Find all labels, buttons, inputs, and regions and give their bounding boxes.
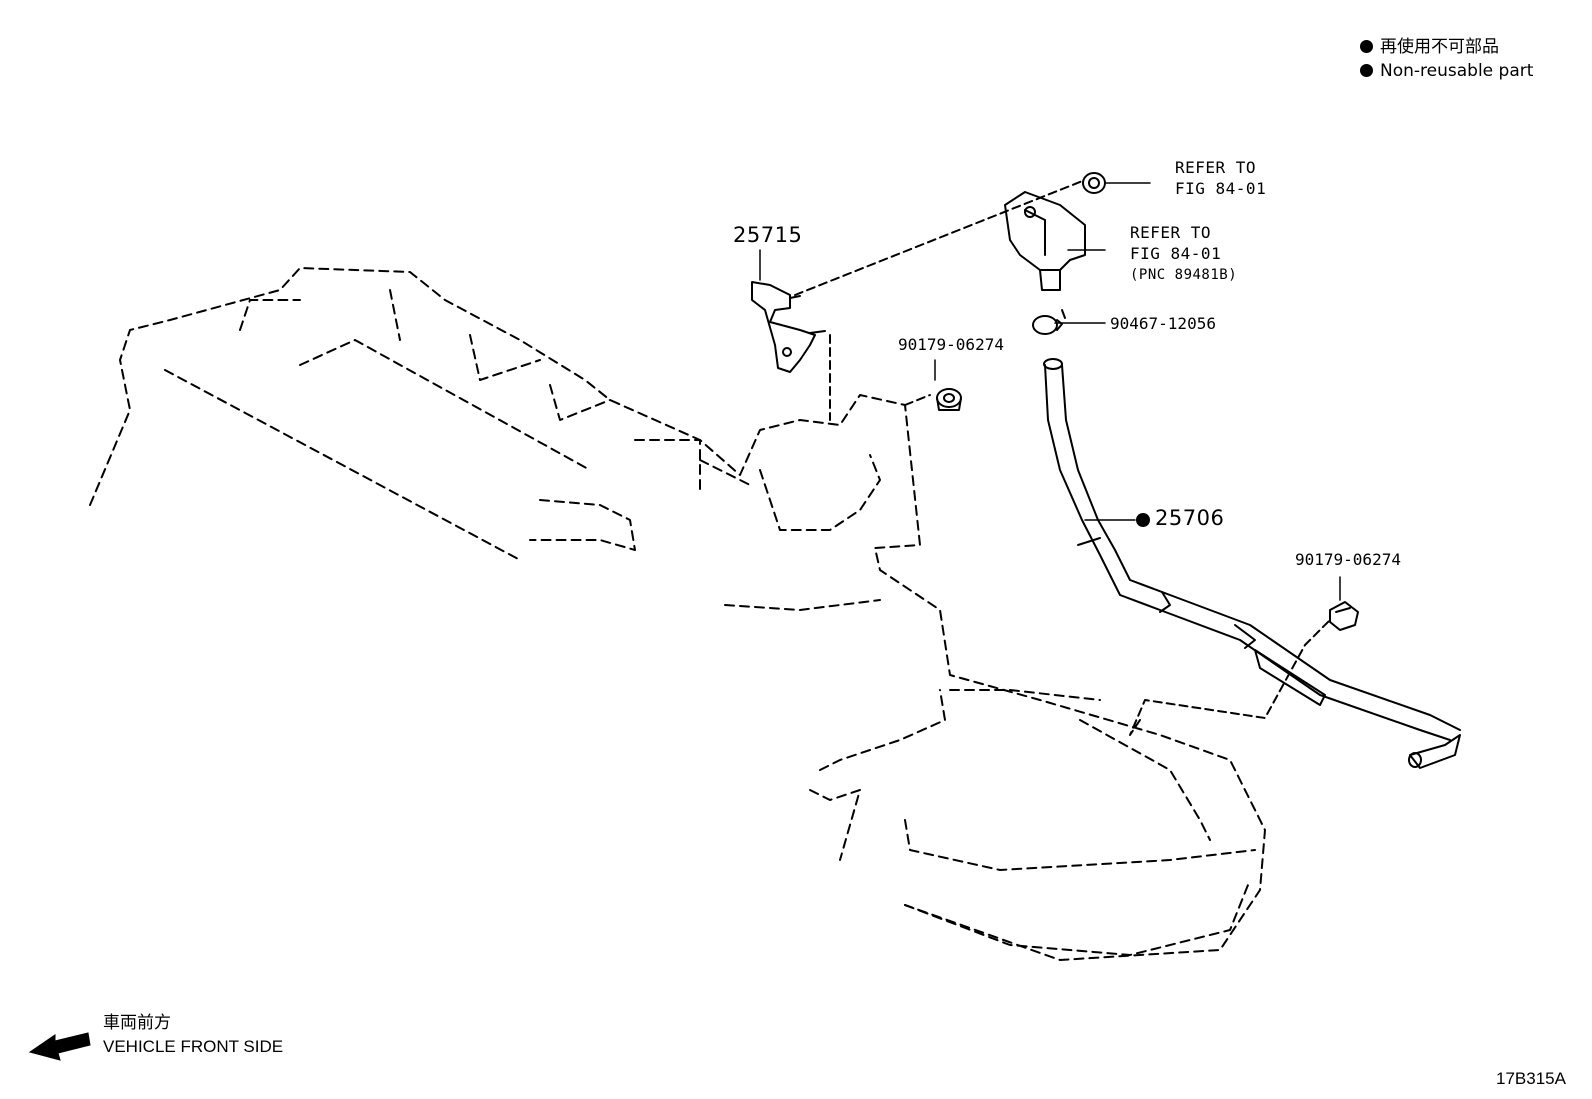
grommet-b bbox=[1329, 601, 1359, 631]
figure-code: 17B315A bbox=[1496, 1069, 1566, 1088]
refer-label-sensor-1: REFER TO bbox=[1130, 223, 1212, 242]
legend-en-text: Non-reusable part bbox=[1380, 61, 1534, 81]
legend-jp-text: 再使用不可部品 bbox=[1380, 37, 1499, 57]
refer-label-sensor-2: FIG 84-01 bbox=[1130, 244, 1222, 263]
filled-circle-icon bbox=[1360, 64, 1373, 77]
grommet-a bbox=[936, 388, 962, 411]
legend-en: Non-reusable part bbox=[1360, 63, 1533, 80]
refer-label-nut-2: FIG 84-01 bbox=[1175, 179, 1267, 198]
vacuum-hose bbox=[1043, 358, 1461, 769]
front-direction-en: VEHICLE FRONT SIDE bbox=[103, 1037, 284, 1056]
leader-lines bbox=[794, 179, 1331, 736]
filled-circle-icon bbox=[1360, 40, 1373, 53]
filled-circle-icon bbox=[1136, 513, 1150, 527]
leader-solid bbox=[759, 182, 1341, 601]
bracket-part bbox=[751, 281, 826, 373]
engine-outline bbox=[89, 267, 1266, 961]
sensor-nut bbox=[1082, 172, 1106, 194]
part-number-90179-06274-b: 90179-06274 bbox=[1295, 550, 1401, 569]
front-direction-jp: 車両前方 bbox=[103, 1013, 171, 1032]
legend-jp: 再使用不可部品 bbox=[1360, 39, 1499, 56]
part-number-25715: 25715 bbox=[733, 223, 803, 247]
part-number-90179-06274-a: 90179-06274 bbox=[898, 335, 1004, 354]
refer-label-nut-1: REFER TO bbox=[1175, 158, 1257, 177]
part-number-90467-12056: 90467-12056 bbox=[1110, 314, 1216, 333]
hose-clamp bbox=[1032, 309, 1066, 335]
arrow-left-icon bbox=[28, 1032, 91, 1061]
part-number-25706: 25706 bbox=[1155, 506, 1225, 530]
refer-label-sensor-3: (PNC 89481B) bbox=[1130, 267, 1238, 283]
pressure-sensor bbox=[1004, 191, 1086, 291]
